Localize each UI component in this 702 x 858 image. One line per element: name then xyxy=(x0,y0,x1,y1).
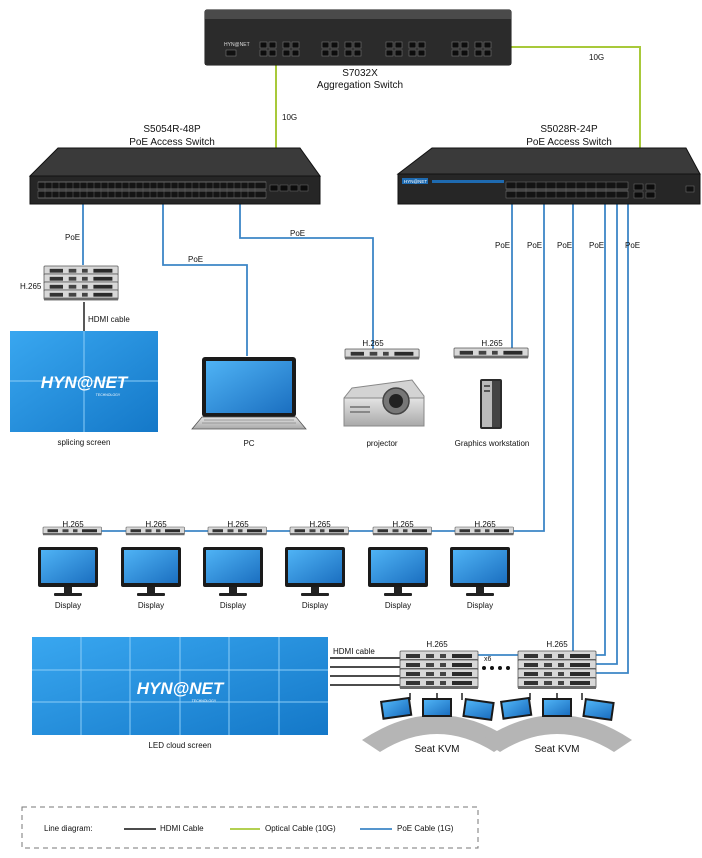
poe-link-kvm-right-3 xyxy=(590,196,629,674)
optical-link-right xyxy=(496,46,641,184)
poe-label-workstation: PoE xyxy=(495,241,510,250)
h265-label-display-3: H.265 xyxy=(227,520,249,529)
pc-laptop xyxy=(191,357,307,430)
display-label-6: Display xyxy=(467,601,493,610)
display-label-5: Display xyxy=(385,601,411,610)
h265-label-display-4: H.265 xyxy=(309,520,331,529)
display-unit-3: H.265 Display xyxy=(203,520,267,610)
legend-title: Line diagram: xyxy=(44,824,92,833)
label-10g-right: 10G xyxy=(589,53,604,62)
hdmi-label-led: HDMI cable xyxy=(333,647,375,656)
h265-label-display-1: H.265 xyxy=(62,520,84,529)
display-label-4: Display xyxy=(302,601,328,610)
multiplier-label: x6 xyxy=(484,656,492,663)
splicing-logo: HYN@NET xyxy=(41,373,129,392)
poe-label-encoder: PoE xyxy=(65,233,80,242)
display-row: H.265 Display H.265 Display H.265 Displa… xyxy=(38,520,514,610)
label-10g-left: 10G xyxy=(282,113,297,122)
left-access-switch: S5054R-48P PoE Access Switch xyxy=(28,124,321,205)
poe-label-projector: PoE xyxy=(290,229,305,238)
display-unit-4: H.265 Display xyxy=(285,520,349,610)
legend-label-poe: PoE Cable (1G) xyxy=(397,824,454,833)
h265-label-projector: H.265 xyxy=(362,339,384,348)
led-logo-sub: TECHNOLOGY xyxy=(192,699,217,703)
poe-link-kvm-right-2 xyxy=(590,196,618,665)
encoder-workstation xyxy=(453,347,529,359)
display-label-3: Display xyxy=(220,601,246,610)
pc-label: PC xyxy=(243,439,254,448)
poe-label-pc: PoE xyxy=(188,255,203,264)
right-switch-role: PoE Access Switch xyxy=(526,137,612,148)
display-unit-1: H.265 Display xyxy=(38,520,102,610)
aggregation-switch: HYN@NET S7032X Aggregation Switch xyxy=(204,9,512,91)
right-access-switch: S5028R-24P PoE Access Switch HYN@NET xyxy=(396,124,701,205)
h265-label-kvm-left: H.265 xyxy=(426,640,448,649)
encoder-stack-splicing xyxy=(43,265,119,301)
poe-cables xyxy=(43,196,629,674)
seat-kvm-left xyxy=(362,696,512,752)
aggregation-role: Aggregation Switch xyxy=(317,80,403,91)
right-switch-ports xyxy=(505,181,695,199)
aggregation-model: S7032X xyxy=(342,68,378,79)
hdmi-label-splicing: HDMI cable xyxy=(88,315,130,324)
display-unit-6: H.265 Display xyxy=(450,520,514,610)
led-screen-label: LED cloud screen xyxy=(148,741,211,750)
poe-link-pc xyxy=(162,200,248,356)
projector xyxy=(343,379,425,427)
h265-label-display-6: H.265 xyxy=(474,520,496,529)
poe-link-displays xyxy=(511,196,545,532)
legend-label-hdmi: HDMI Cable xyxy=(160,824,204,833)
h265-label-workstation: H.265 xyxy=(481,339,503,348)
h265-label-kvm-right: H.265 xyxy=(546,640,568,649)
poe-label-kvm-1: PoE xyxy=(557,241,572,250)
display-unit-2: H.265 Display xyxy=(121,520,185,610)
left-switch-ports xyxy=(37,181,309,199)
legend-label-optical: Optical Cable (10G) xyxy=(265,824,336,833)
left-switch-role: PoE Access Switch xyxy=(129,137,215,148)
kvm-encoder-stack-left xyxy=(399,650,479,690)
splicing-screen-label: splicing screen xyxy=(58,438,111,447)
projector-label: projector xyxy=(366,439,397,448)
poe-label-kvm-2: PoE xyxy=(589,241,604,250)
h265-label-splicing: H.265 xyxy=(20,282,42,291)
led-cloud-screen: HYN@NET TECHNOLOGY xyxy=(32,637,328,735)
poe-label-kvm-3: PoE xyxy=(625,241,640,250)
left-switch-model: S5054R-48P xyxy=(143,124,201,135)
led-logo: HYN@NET xyxy=(137,679,225,698)
poe-label-displays: PoE xyxy=(527,241,542,250)
right-switch-model: S5028R-24P xyxy=(540,124,598,135)
seat-kvm-label-left: Seat KVM xyxy=(414,744,459,755)
display-label-1: Display xyxy=(55,601,81,610)
h265-label-display-5: H.265 xyxy=(392,520,414,529)
aggregation-brand: HYN@NET xyxy=(224,42,250,48)
kvm-encoder-stack-right xyxy=(517,650,597,690)
encoder-projector xyxy=(344,348,420,360)
workstation-label: Graphics workstation xyxy=(455,439,530,448)
right-switch-brand: HYN@NET xyxy=(404,179,427,184)
poe-link-projector xyxy=(239,200,374,350)
display-unit-5: H.265 Display xyxy=(368,520,432,610)
seat-kvm-right xyxy=(482,696,632,752)
seat-kvm-label-right: Seat KVM xyxy=(534,744,579,755)
splicing-screen: HYN@NET TECHNOLOGY xyxy=(10,331,158,432)
legend: Line diagram: HDMI Cable Optical Cable (… xyxy=(21,806,479,849)
graphics-workstation xyxy=(480,379,502,429)
ellipsis-dots xyxy=(482,666,510,670)
h265-label-display-2: H.265 xyxy=(145,520,167,529)
display-label-2: Display xyxy=(138,601,164,610)
splicing-logo-sub: TECHNOLOGY xyxy=(96,393,121,397)
poe-link-kvm-right-1 xyxy=(590,196,606,656)
